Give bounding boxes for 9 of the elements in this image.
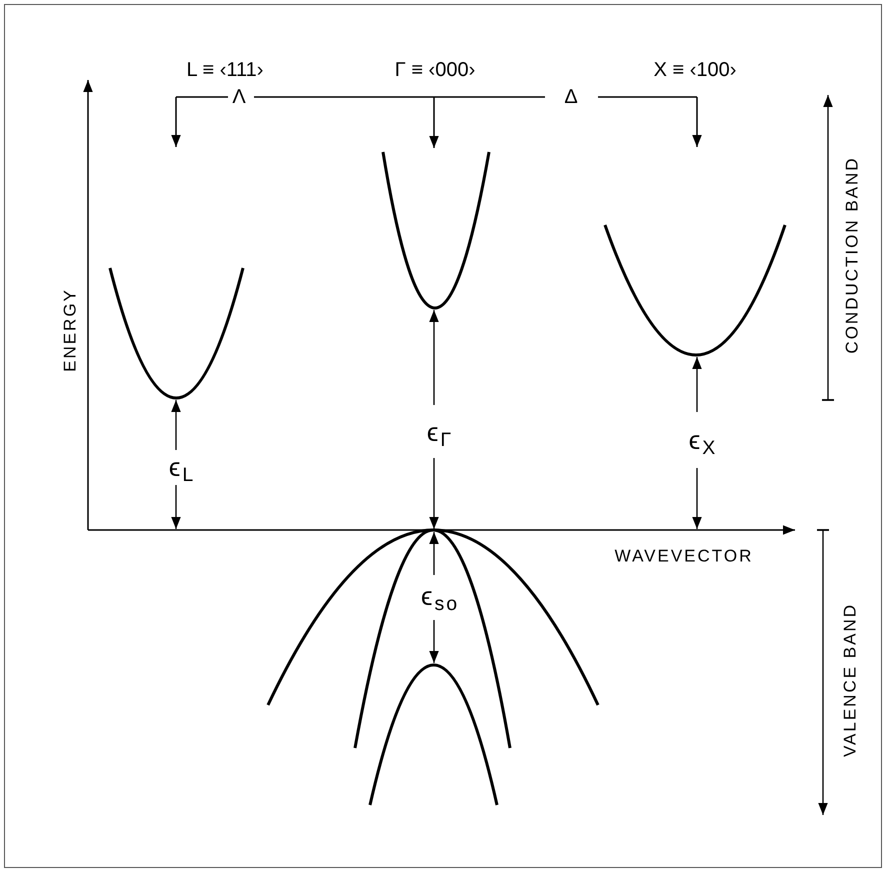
point-label: X ≡ ‹100› bbox=[625, 60, 765, 80]
arrow bbox=[692, 97, 702, 147]
conduction-band-curve bbox=[108, 268, 244, 400]
arrow bbox=[171, 97, 181, 147]
arrow bbox=[429, 97, 439, 148]
point-label: Γ ≡ ‹000› bbox=[360, 60, 510, 80]
point-label: L ≡ ‹111› bbox=[160, 60, 290, 80]
conduction-band-curve bbox=[382, 152, 490, 309]
conduction-band-curve bbox=[604, 224, 786, 356]
